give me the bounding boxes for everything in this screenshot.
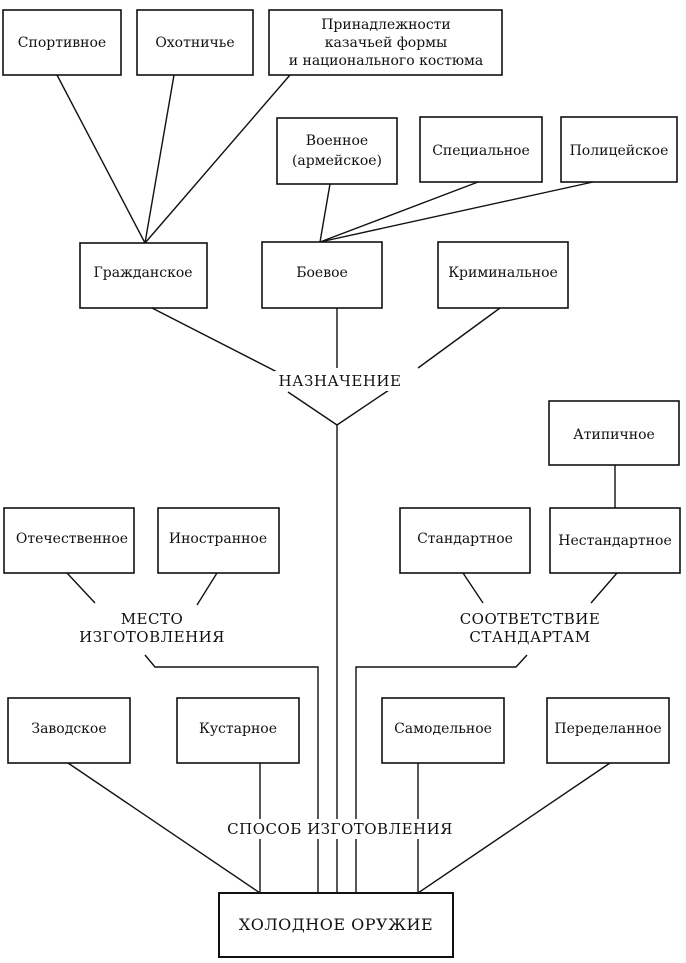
- node-specialnoe: Специальное: [419, 116, 543, 183]
- label-backdrop: [223, 819, 457, 839]
- node-voennoe-line1: Военное: [306, 133, 368, 149]
- edge-sportivnoe-grazhdanskoe: [56, 74, 146, 244]
- node-okhotniche: Охотничье: [136, 9, 254, 76]
- node-voennoe-line2: (армейское): [292, 153, 382, 169]
- node-okhotniche-label: Охотничье: [155, 35, 234, 51]
- node-root: ХОЛОДНОЕ ОРУЖИЕ: [218, 892, 454, 958]
- edge-okhotniche-grazhdanskoe: [144, 74, 175, 244]
- edge-naznachenie-right: [336, 389, 390, 426]
- edge-specialnoe-boevoe: [319, 181, 479, 243]
- node-zavodskoe: Заводское: [7, 697, 131, 764]
- label-backdrop: [274, 371, 406, 391]
- node-sportivnoe-label: Спортивное: [18, 35, 106, 51]
- node-nestandartnoe: Нестандартное: [549, 507, 681, 574]
- edges: [56, 74, 618, 894]
- label-mesto-line1: МЕСТО: [121, 610, 184, 628]
- label-sposob: СПОСОБ ИЗГОТОВЛЕНИЯ: [227, 820, 453, 838]
- label-sootvetstvie-line1: СООТВЕТСТВИЕ: [460, 610, 601, 628]
- node-otechestvennoe: Отечественное: [3, 507, 135, 574]
- node-kustarnoe: Кустарное: [176, 697, 300, 764]
- node-kriminalnoe: Криминальное: [437, 241, 569, 309]
- node-grazhdanskoe-label: Гражданское: [93, 265, 192, 281]
- node-samodelnoe-label: Самодельное: [394, 721, 492, 737]
- edge-kriminalnoe-naznachenie: [417, 307, 501, 369]
- label-naznachenie: НАЗНАЧЕНИЕ: [279, 372, 402, 390]
- edge-mesto-root: [144, 654, 319, 893]
- node-boevoe: Боевое: [261, 241, 383, 309]
- label-backdrop: [75, 627, 229, 647]
- node-root-label: ХОЛОДНОЕ ОРУЖИЕ: [239, 915, 433, 934]
- node-kriminalnoe-label: Криминальное: [448, 265, 558, 281]
- node-boevoe-label: Боевое: [296, 265, 348, 281]
- label-backdrop: [455, 609, 605, 629]
- edge-sootvetstvie-root: [355, 654, 528, 893]
- node-prinadlezhnosti-line1: Принадлежности: [321, 17, 451, 33]
- node-standartnoe: Стандартное: [399, 507, 531, 574]
- label-backdrop: [116, 609, 188, 629]
- label-sootvetstvie-line2: СТАНДАРТАМ: [469, 628, 590, 646]
- edge-nestandartnoe-sootvetstvie: [590, 572, 618, 604]
- node-policeiskoe-label: Полицейское: [570, 143, 669, 159]
- node-kustarnoe-label: Кустарное: [199, 721, 277, 737]
- node-atipichnoe-label: Атипичное: [573, 427, 655, 443]
- node-samodelnoe: Самодельное: [381, 697, 505, 764]
- node-prinadlezhnosti: Принадлежности казачьей формы и национал…: [268, 9, 503, 76]
- edge-peredelannoe-root: [417, 762, 611, 894]
- node-inostrannoe: Иностранное: [157, 507, 280, 574]
- node-zavodskoe-label: Заводское: [31, 721, 106, 737]
- node-peredelannoe: Переделанное: [546, 697, 670, 764]
- node-prinadlezhnosti-line2: казачьей формы: [325, 35, 447, 51]
- node-standartnoe-label: Стандартное: [417, 531, 513, 547]
- node-atipichnoe: Атипичное: [548, 400, 680, 466]
- edge-policeiskoe-boevoe: [319, 181, 594, 243]
- edge-inostrannoe-mesto: [196, 572, 218, 606]
- label-backdrop: [465, 627, 595, 647]
- node-voennoe: Военное (армейское): [276, 117, 398, 185]
- node-prinadlezhnosti-line3: и национального костюма: [289, 53, 484, 69]
- node-peredelannoe-label: Переделанное: [554, 721, 661, 737]
- node-sportivnoe: Спортивное: [2, 9, 122, 76]
- label-mesto-line2: ИЗГОТОВЛЕНИЯ: [79, 628, 225, 646]
- edge-voennoe-boevoe: [319, 183, 331, 243]
- node-policeiskoe: Полицейское: [560, 116, 678, 183]
- edge-grazhdanskoe-naznachenie: [151, 307, 282, 375]
- node-otechestvennoe-label: Отечественное: [16, 531, 128, 547]
- edge-zavodskoe-root: [67, 762, 261, 894]
- edge-naznachenie-left: [287, 391, 338, 426]
- edge-prinadlezhnosti-grazhdanskoe: [144, 74, 291, 244]
- edge-otechestvennoe-mesto: [66, 572, 96, 604]
- node-nestandartnoe-label: Нестандартное: [558, 533, 671, 549]
- node-specialnoe-label: Специальное: [432, 143, 530, 159]
- node-grazhdanskoe: Гражданское: [79, 242, 208, 309]
- node-inostrannoe-label: Иностранное: [169, 531, 267, 547]
- edge-standartnoe-sootvetstvie: [462, 572, 484, 604]
